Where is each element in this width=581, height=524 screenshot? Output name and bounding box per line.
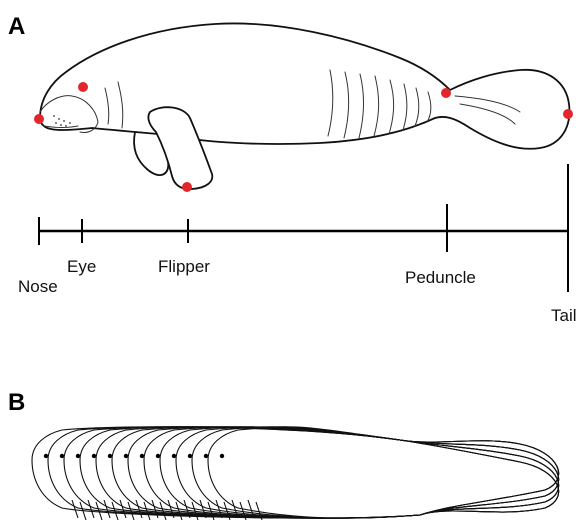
- overlay-outline: [192, 427, 559, 518]
- overlay-outline: [144, 427, 559, 518]
- overlay-eye-dot: [44, 454, 48, 458]
- overlay-eye-dot: [124, 454, 128, 458]
- overlay-eye-dot: [204, 454, 208, 458]
- marker-tail: [563, 109, 573, 119]
- marker-peduncle: [441, 88, 451, 98]
- overlay-eye-dot: [140, 454, 144, 458]
- overlay-eye-dot: [172, 454, 176, 458]
- overlay-eye-dot: [156, 454, 160, 458]
- overlay-eye-dot: [76, 454, 80, 458]
- label-eye: Eye: [67, 257, 96, 276]
- overlay-eye-dot: [60, 454, 64, 458]
- outline-stack: [32, 427, 559, 520]
- overlay-outline: [160, 427, 559, 518]
- overlay-outline: [208, 427, 559, 518]
- label-nose: Nose: [18, 277, 58, 296]
- landmark-scale: Nose Eye Flipper Peduncle Tail: [18, 164, 577, 325]
- panel-label-b: B: [8, 389, 25, 416]
- overlay-eye-dot: [188, 454, 192, 458]
- marker-flipper: [182, 182, 192, 192]
- label-peduncle: Peduncle: [405, 268, 476, 287]
- label-tail: Tail: [551, 306, 577, 325]
- overlay-eye-dot: [92, 454, 96, 458]
- marker-nose: [34, 114, 44, 124]
- panel-label-a: A: [8, 13, 25, 40]
- manatee-drawing: [34, 23, 573, 192]
- overlaid-outlines: [32, 427, 559, 520]
- marker-eye: [78, 82, 88, 92]
- overlay-eye-dot: [108, 454, 112, 458]
- overlay-eye-dot: [220, 454, 224, 458]
- label-flipper: Flipper: [158, 257, 210, 276]
